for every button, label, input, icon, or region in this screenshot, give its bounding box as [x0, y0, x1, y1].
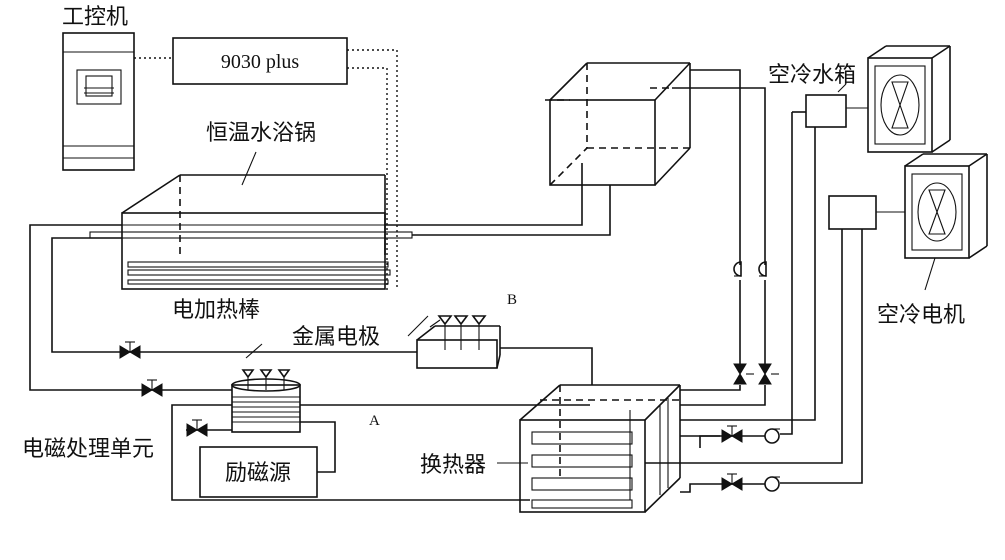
- pipe-tank-return-2c: [680, 385, 766, 406]
- pump-4: [764, 476, 780, 492]
- pipe-air-tank2-b: [780, 229, 863, 484]
- valve-1: [119, 341, 141, 359]
- air-tank-leader: [837, 83, 847, 93]
- air-tank-2: [828, 195, 877, 230]
- fan-2: [904, 153, 988, 259]
- pipe-air-tank1-b: [780, 112, 793, 435]
- valve-2: [141, 379, 163, 397]
- water-bath-label: 恒温水浴锅: [206, 121, 316, 146]
- exciter-label: 励磁源: [225, 461, 291, 486]
- pipe-b: [500, 347, 593, 385]
- exciter-box: [199, 446, 318, 498]
- pipe-tank-return-1: [690, 69, 741, 265]
- fan-1: [867, 45, 951, 153]
- pipe-bath-to-tank-2: [412, 185, 611, 236]
- valve-4: [733, 363, 754, 385]
- em-leader: [245, 343, 263, 359]
- pipe-outer-left: [29, 224, 232, 391]
- controller-box: [172, 37, 348, 85]
- pipe-tank-return-2: [672, 87, 766, 265]
- ipc-label: 工控机: [62, 5, 128, 30]
- water-bath: [89, 174, 413, 290]
- valve-3: [186, 419, 208, 437]
- air-tank-1: [805, 94, 847, 128]
- pipe-air-tank2-a: [645, 229, 843, 464]
- metal-electrode-leader: [407, 315, 429, 337]
- em-processing-unit: [231, 369, 301, 433]
- pump-3: [764, 428, 780, 444]
- heat-exchanger-label: 换热器: [420, 453, 486, 478]
- point-b-label: B: [507, 292, 517, 308]
- metal-electrode-label: 金属电极: [292, 325, 380, 350]
- pipe-bottom: [171, 404, 530, 501]
- signal-line-a: [347, 49, 398, 290]
- em-unit-label: 电磁处理单元: [22, 437, 154, 462]
- valve-5: [758, 363, 779, 385]
- pipe-air-tank1-a: [680, 127, 816, 421]
- pump-2: [758, 261, 767, 277]
- pump-1: [733, 261, 742, 277]
- signal-line-b: [347, 67, 388, 290]
- valve-6: [721, 425, 743, 443]
- air-motor-label: 空冷电机: [877, 303, 965, 328]
- pipe-return-left: [51, 237, 417, 353]
- valve-7: [721, 473, 743, 491]
- air-motor-leader: [924, 257, 936, 291]
- pipe-lower-1b: [699, 435, 720, 448]
- industrial-pc: [62, 32, 135, 171]
- air-tank-label: 空冷水箱: [768, 63, 856, 88]
- pipe-bath-to-tank-1: [385, 163, 583, 226]
- point-a-label: A: [369, 413, 380, 429]
- metal-electrode-box: [416, 315, 501, 369]
- water-bath-leader: [241, 151, 257, 186]
- controller-label: 9030 plus: [221, 51, 300, 73]
- wire-exciter: [300, 421, 336, 473]
- pipe-tank-return-1c: [680, 385, 741, 391]
- heater-rod-label: 电加热棒: [172, 298, 260, 323]
- heat-exchanger: [519, 384, 681, 513]
- upper-tank: [545, 62, 691, 186]
